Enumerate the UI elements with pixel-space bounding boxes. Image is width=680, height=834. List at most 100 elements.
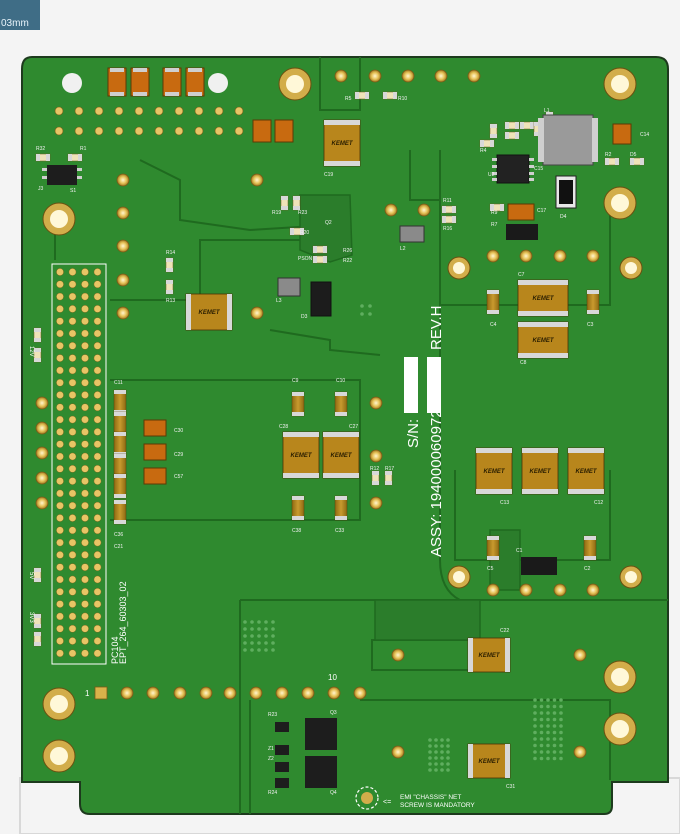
header-pin: [93, 452, 102, 461]
kemet-cap-label: KEMET: [332, 141, 354, 147]
resistor-pad: [34, 358, 41, 362]
header-pin: [93, 575, 102, 584]
via: [552, 711, 557, 715]
ics: [42, 114, 598, 788]
via: [440, 744, 444, 748]
resistor-pad: [490, 124, 497, 128]
via: [264, 648, 268, 652]
header-pin: [68, 612, 77, 621]
cap-pad: [114, 474, 126, 478]
kemet-cap-label: KEMET: [291, 453, 313, 459]
resistor-pad: [605, 158, 609, 165]
via: [243, 641, 247, 645]
cap-pad: [114, 500, 126, 504]
resistor-pad: [515, 122, 519, 129]
designator-c1: C1: [516, 548, 523, 554]
header-pin: [68, 378, 77, 387]
header-pin: [93, 317, 102, 326]
header-pin: [68, 440, 77, 449]
via: [539, 717, 544, 722]
kemet-cap-label: KEMET: [331, 453, 353, 459]
via: [546, 717, 550, 722]
via: [428, 738, 432, 742]
resistor-pad: [372, 481, 379, 485]
header-pin: [93, 563, 102, 572]
cap-pad: [292, 516, 304, 520]
header-pin: [93, 514, 102, 522]
designator-r14: R14: [166, 250, 175, 256]
via: [559, 730, 563, 735]
designator-l3: L3: [276, 298, 282, 304]
kemet-cap-pad: [505, 638, 510, 672]
kemet-cap-pad: [522, 448, 558, 453]
cap-pad: [335, 496, 347, 500]
header-pin: [93, 354, 102, 362]
header-pin: [93, 612, 102, 621]
kemet-cap-label: KEMET: [533, 296, 555, 302]
via: [539, 750, 544, 754]
via: [552, 737, 557, 741]
header-pin: [93, 341, 102, 350]
header-pin: [56, 538, 64, 547]
header-pin: [68, 600, 77, 608]
header-pin: [56, 305, 64, 313]
header-pin: [93, 428, 102, 436]
header-pin: [93, 624, 102, 633]
resistor-pad: [383, 92, 387, 99]
via: [440, 750, 444, 754]
header-pin: [81, 514, 89, 522]
header-pin: [56, 588, 64, 596]
header-pin: [68, 551, 77, 559]
designator-c19: C19: [324, 172, 333, 178]
cap-pad: [584, 556, 596, 560]
kemet-cap: [322, 431, 360, 479]
designator-c38: C38: [292, 528, 301, 534]
designator-r4: R4: [480, 148, 487, 154]
designator-r11: R11: [443, 198, 452, 204]
resistor-pad: [34, 328, 41, 332]
chip-caps-top: [107, 67, 632, 485]
resistor-pad: [505, 122, 509, 129]
resistor-pad: [534, 132, 541, 136]
header-pin: [93, 366, 102, 375]
via: [546, 698, 550, 702]
header-pin: [93, 464, 102, 473]
designator-c33: C33: [335, 528, 344, 534]
resistor-pad: [442, 216, 446, 223]
header-pin: [56, 637, 64, 645]
header-pin: [56, 366, 64, 375]
via: [440, 756, 444, 760]
designator-c57: C57: [174, 474, 183, 480]
via: [257, 641, 261, 645]
via: [559, 743, 563, 748]
header-pin: [68, 477, 77, 485]
designator-c13: C13: [500, 500, 509, 506]
pin1-label: 1: [85, 689, 90, 698]
cap-pad: [292, 392, 304, 396]
header-pin: [56, 612, 64, 621]
kemet-cap-pad: [323, 432, 359, 437]
via: [539, 704, 544, 709]
kemet-cap-pad: [518, 322, 568, 327]
designator-r23b: R23: [268, 712, 277, 718]
resistor-pad: [372, 471, 379, 475]
header-pin: [93, 378, 102, 387]
header-pin: [93, 649, 102, 658]
via: [533, 698, 537, 702]
designator-c12: C12: [594, 500, 603, 506]
via: [360, 304, 364, 308]
via: [539, 756, 544, 761]
designator-l2: L2: [400, 246, 406, 252]
designator-l1: L1: [544, 108, 550, 114]
designator-j3: J3: [38, 186, 44, 192]
via: [257, 634, 261, 638]
header-pin: [68, 341, 77, 350]
header-pin: [81, 329, 89, 338]
header-pin: [56, 624, 64, 633]
cap-pad: [487, 536, 499, 540]
header-pin: [56, 280, 64, 289]
designator-c4: C4: [490, 322, 497, 328]
header-pin: [68, 575, 77, 584]
via: [559, 717, 563, 722]
